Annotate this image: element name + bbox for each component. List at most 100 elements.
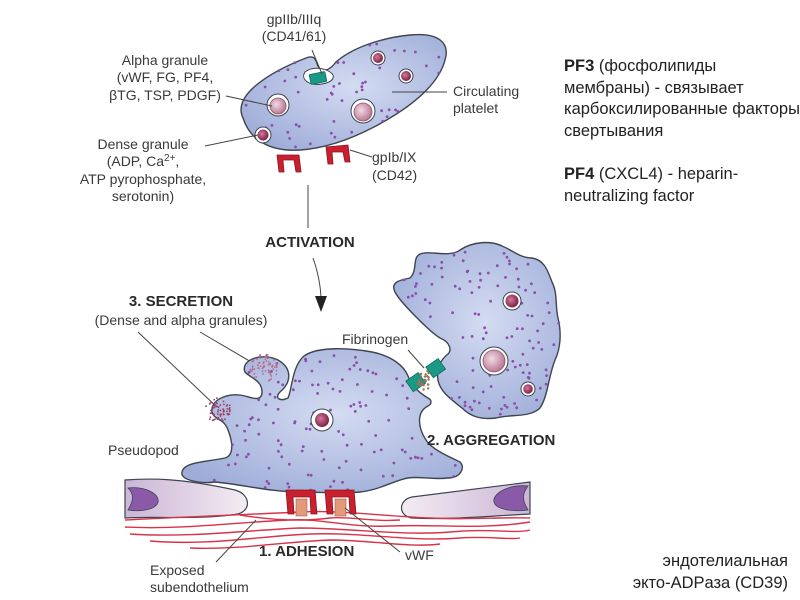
circulating-platelet-label-line2: platelet	[453, 100, 498, 116]
fibrinogen-particle	[416, 383, 420, 386]
activation-label: ACTIVATION	[265, 234, 354, 251]
gp1b-receptor	[276, 154, 302, 173]
cytoplasm-dot	[478, 272, 482, 276]
cytoplasm-dot	[296, 90, 300, 94]
adherent-platelet	[181, 348, 464, 517]
secreted-particle	[217, 410, 219, 413]
secreted-particle	[267, 380, 270, 382]
cytoplasm-dot	[331, 387, 335, 391]
cytoplasm-dot	[358, 401, 362, 404]
cytoplasm-dot	[463, 404, 467, 408]
gp2b3a-receptor	[308, 71, 328, 85]
cytoplasm-dot	[430, 452, 433, 456]
side-notes: PF3 (фосфолипиды мембраны) - связывает к…	[564, 56, 800, 229]
cytoplasm-dot	[486, 271, 490, 275]
cytoplasm-dot	[521, 327, 524, 331]
secreted-particle	[256, 364, 259, 367]
cytoplasm-dot	[276, 407, 280, 411]
cytoplasm-dot	[535, 398, 538, 402]
secreted-particle	[216, 413, 219, 415]
cytoplasm-dot	[371, 371, 375, 375]
cytoplasm-dot	[427, 264, 431, 268]
cytoplasm-dot	[461, 259, 465, 263]
cytoplasm-dot	[545, 374, 548, 377]
cytoplasm-dot	[333, 135, 337, 139]
cytoplasm-dot	[394, 108, 397, 112]
cytoplasm-dot	[477, 285, 481, 289]
dense-granule-label-line1: Dense granule	[97, 136, 188, 152]
cytoplasm-dot	[340, 378, 344, 382]
secreted-particle	[259, 365, 262, 367]
cytoplasm-dot	[291, 388, 295, 392]
cytoplasm-dot	[433, 265, 436, 269]
alpha-granule	[353, 102, 373, 122]
subendothelium-label-line2: subendothelium	[150, 579, 249, 595]
cytoplasm-dot	[355, 90, 358, 94]
cytoplasm-dot	[366, 369, 370, 373]
subendothelium-leader	[215, 519, 257, 563]
cytoplasm-dot	[272, 421, 275, 425]
cytoplasm-dot	[510, 335, 514, 338]
secreted-particle	[269, 372, 271, 374]
secretion-subtitle: (Dense and alpha granules)	[95, 312, 268, 328]
cytoplasm-dot	[526, 314, 530, 317]
cytoplasm-dot	[316, 392, 319, 395]
cytoplasm-dot	[318, 360, 322, 364]
secreted-particle	[217, 408, 220, 411]
cytoplasm-dot	[368, 43, 372, 47]
cytoplasm-dot	[345, 443, 349, 447]
cytoplasm-dot	[352, 364, 356, 367]
cytoplasm-dot	[304, 427, 308, 431]
secreted-particle	[226, 408, 229, 410]
dense-granule	[315, 413, 329, 427]
cytoplasm-dot	[453, 464, 457, 467]
cytoplasm-dot	[468, 405, 472, 409]
secreted-particle	[253, 368, 256, 370]
dense-granule-leader	[204, 134, 259, 147]
cytoplasm-dot	[286, 482, 290, 485]
secreted-particle	[250, 370, 253, 372]
cytoplasm-dot	[530, 314, 534, 318]
cytoplasm-dot	[379, 448, 383, 452]
cytoplasm-dot	[429, 315, 432, 318]
cytoplasm-dot	[280, 455, 284, 459]
secreted-particle	[213, 414, 215, 417]
secreted-particle	[267, 361, 270, 363]
cytoplasm-dot	[468, 280, 472, 283]
cytoplasm-dot	[470, 291, 474, 294]
cytoplasm-dot	[487, 406, 491, 410]
secreted-particle	[270, 375, 272, 377]
cytoplasm-dot	[233, 462, 237, 466]
fibrinogen-label: Fibrinogen	[342, 331, 408, 347]
cytoplasm-dot	[407, 407, 411, 410]
cytoplasm-dot	[450, 397, 453, 400]
cytoplasm-dot	[329, 131, 333, 135]
cytoplasm-dot	[458, 287, 462, 291]
secreted-particle	[266, 357, 269, 360]
endothelial-nucleus-left	[127, 487, 159, 512]
cytoplasm-dot	[504, 276, 507, 279]
fibrinogen-particle	[421, 382, 424, 385]
cytoplasm-dot	[297, 125, 301, 128]
cytoplasm-dot	[409, 456, 413, 460]
cytoplasm-dot	[294, 123, 298, 127]
cytoplasm-dot	[355, 361, 358, 364]
activation-arrow-stem	[312, 257, 322, 301]
cytoplasm-dot	[531, 346, 535, 350]
secreted-particle	[251, 365, 254, 368]
secreted-particle	[209, 416, 212, 419]
secreted-particle	[211, 419, 214, 422]
cytoplasm-dot	[473, 399, 476, 403]
vwf-leader	[344, 507, 401, 553]
pf4-note: PF4 (CXCL4) - heparin-neutralizing facto…	[564, 164, 800, 207]
cytoplasm-dot	[364, 404, 368, 407]
cytoplasm-dot	[370, 390, 374, 393]
adhesion-label: 1. ADHESION	[259, 543, 354, 560]
secreted-particle	[272, 368, 275, 370]
secreted-particle	[270, 378, 272, 380]
cytoplasm-dot	[360, 85, 364, 88]
cd39-note-line2: экто-ADPаза (CD39)	[632, 574, 788, 592]
cytoplasm-dot	[332, 479, 336, 483]
cytoplasm-dot	[349, 404, 353, 408]
cytoplasm-dot	[273, 395, 277, 399]
